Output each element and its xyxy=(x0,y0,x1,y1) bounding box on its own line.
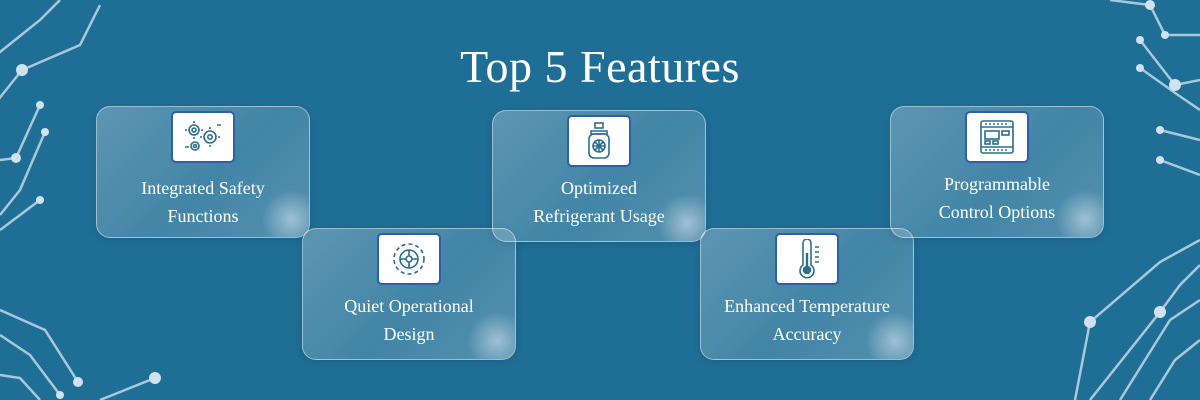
feature-card-quiet-operational: Quiet Operational Design xyxy=(302,228,516,360)
feature-label-line1: Quiet Operational xyxy=(344,296,474,316)
feature-card-integrated-safety: Integrated Safety Functions xyxy=(96,106,310,238)
feature-label-line1: Integrated Safety xyxy=(141,178,265,198)
card-glow xyxy=(1055,189,1103,237)
gears-icon xyxy=(171,111,235,163)
card-glow xyxy=(865,311,913,359)
thermometer-icon xyxy=(775,233,839,285)
fan-icon xyxy=(377,233,441,285)
feature-card-programmable-control: Programmable Control Options xyxy=(890,106,1104,238)
feature-label-line2: Control Options xyxy=(938,202,1056,222)
control-panel-icon xyxy=(965,111,1029,163)
feature-label-line2: Design xyxy=(383,324,435,344)
feature-label-line2: Refrigerant Usage xyxy=(533,206,665,226)
card-glow xyxy=(261,189,309,237)
feature-label-line2: Functions xyxy=(167,206,239,226)
page-title: Top 5 Features xyxy=(460,41,740,92)
feature-label-line2: Accuracy xyxy=(772,324,842,344)
feature-label-line1: Optimized xyxy=(561,178,637,198)
card-glow xyxy=(657,193,705,241)
card-glow xyxy=(467,311,515,359)
refrigerant-cylinder-icon xyxy=(567,115,631,167)
feature-card-enhanced-temperature: Enhanced Temperature Accuracy xyxy=(700,228,914,360)
feature-label-line1: Enhanced Temperature xyxy=(724,296,890,316)
feature-label-line1: Programmable xyxy=(944,174,1050,194)
feature-card-optimized-refrigerant: Optimized Refrigerant Usage xyxy=(492,110,706,242)
